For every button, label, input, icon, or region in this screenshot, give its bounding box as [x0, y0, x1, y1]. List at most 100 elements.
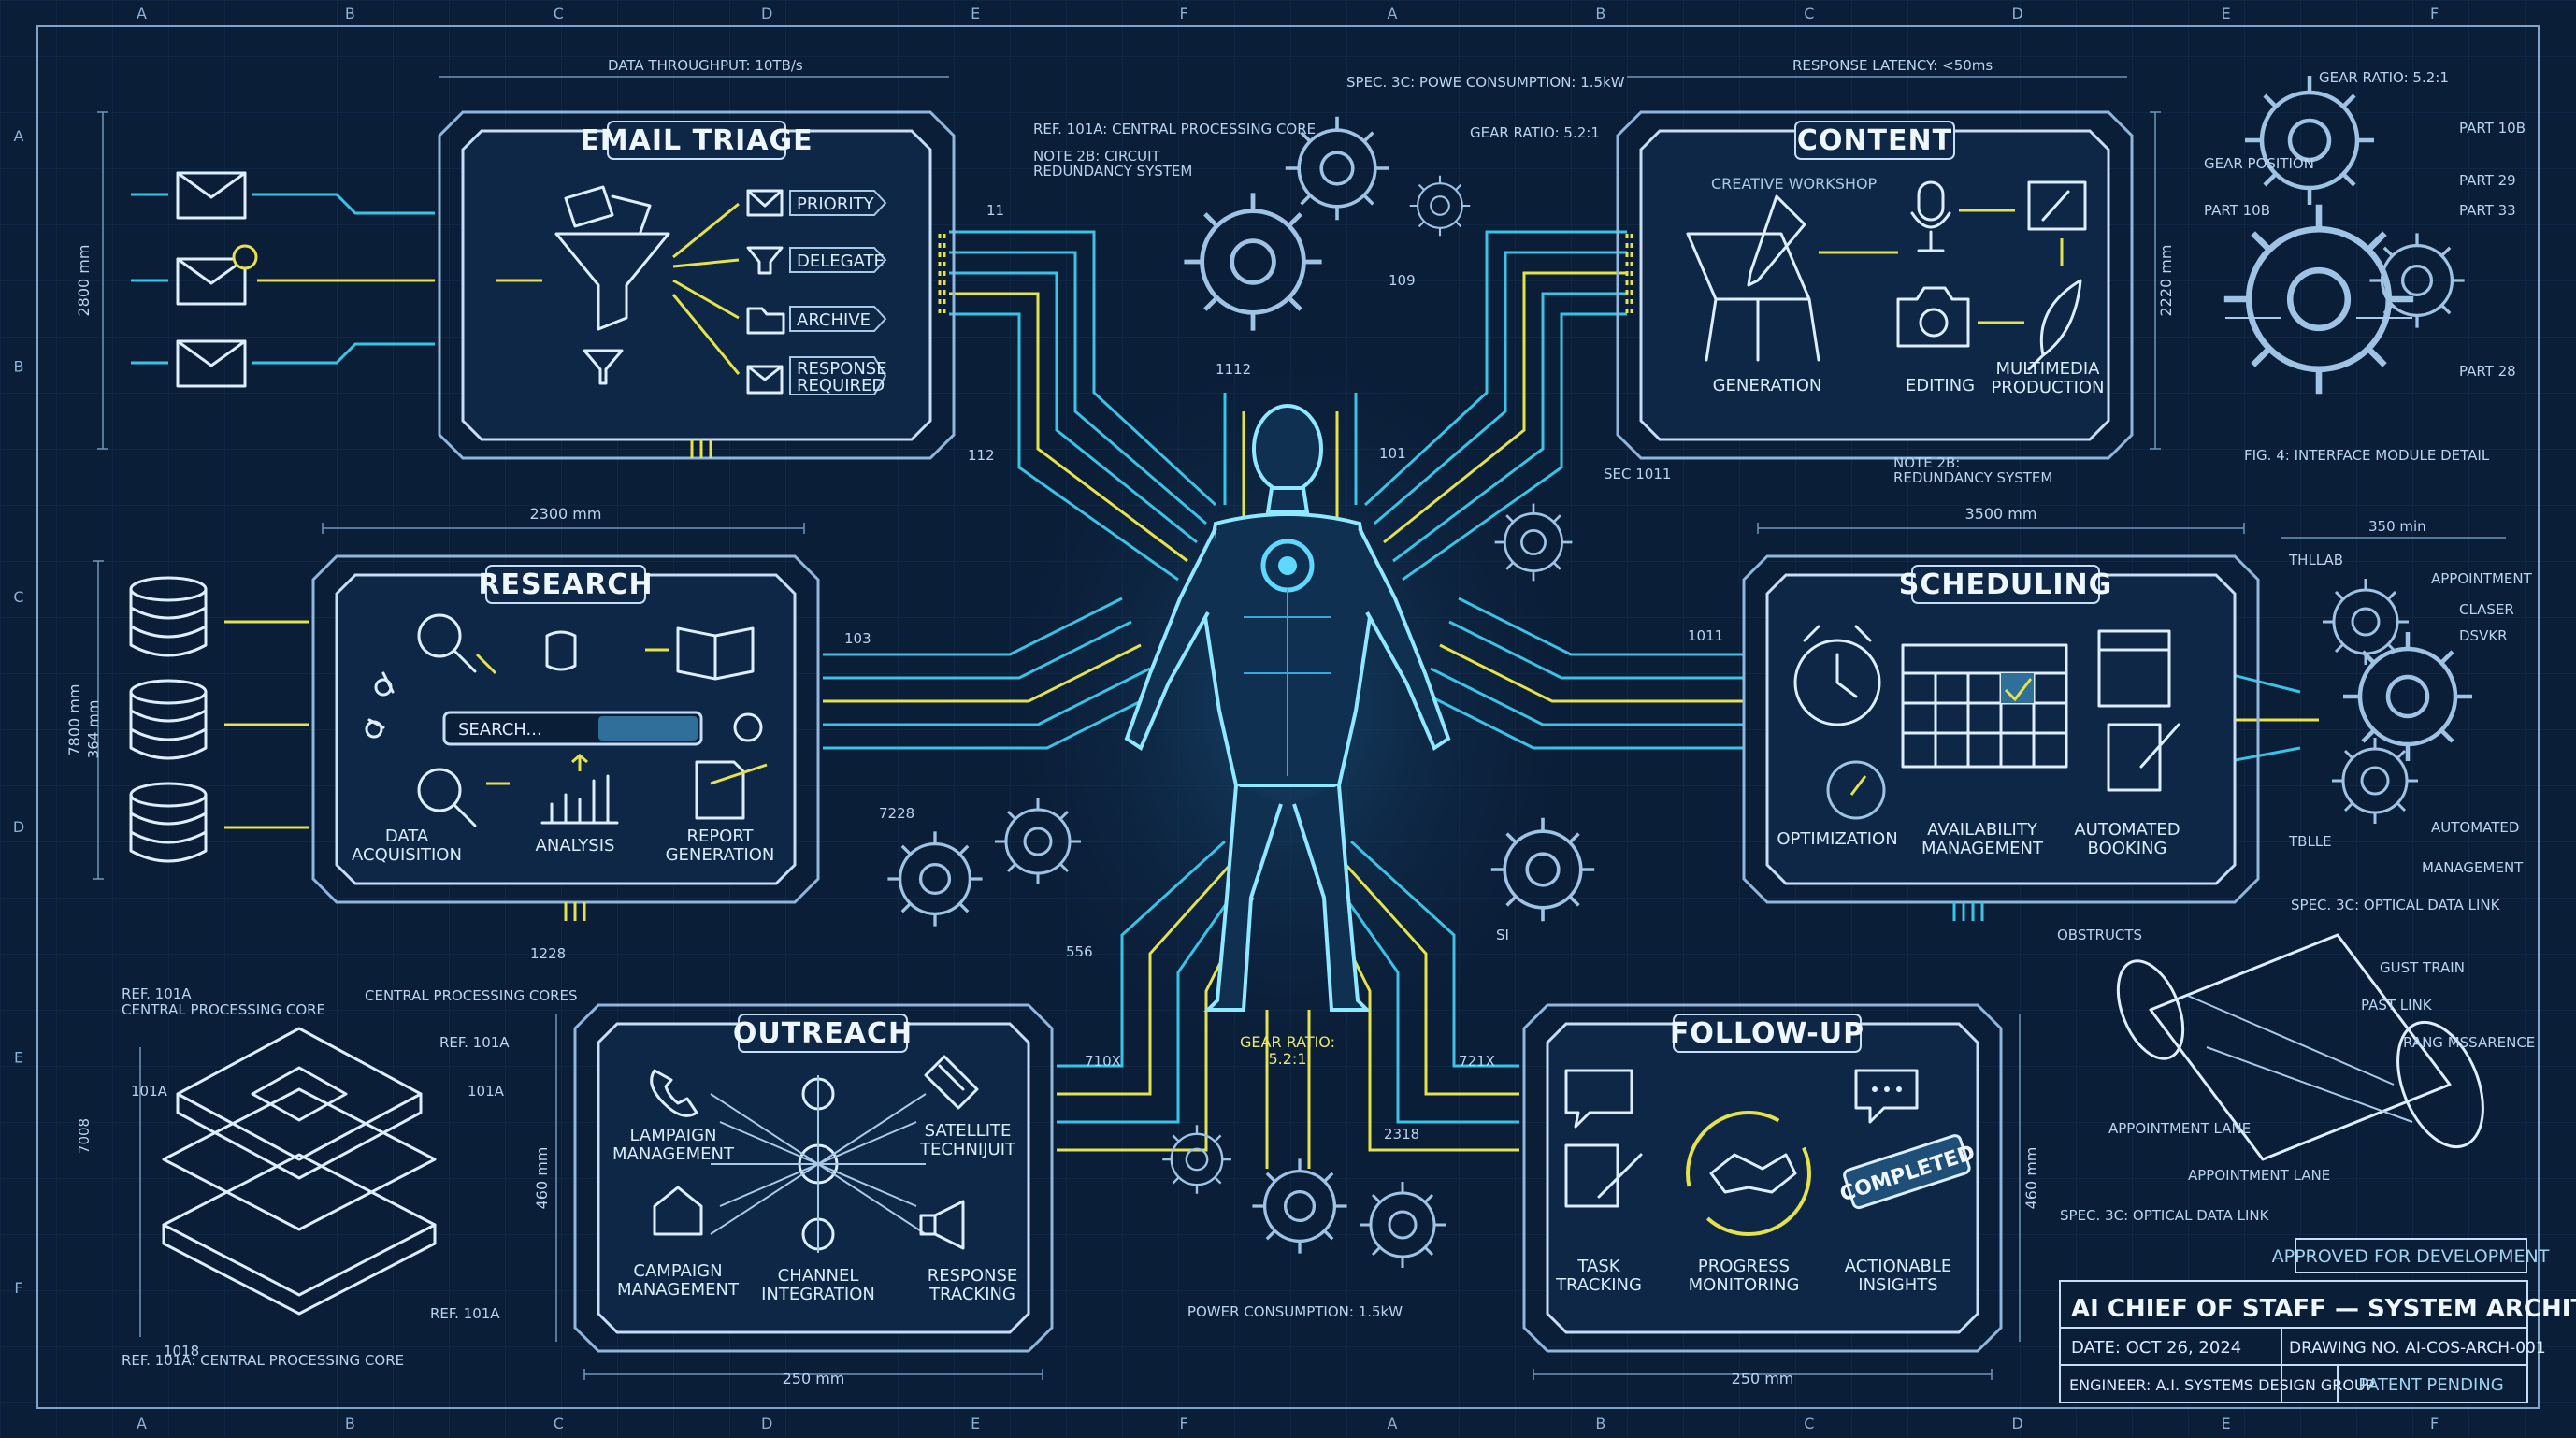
annotation-text: NOTE 2B: CIRCUIT [1033, 148, 1161, 165]
quill-icon [2027, 279, 2082, 371]
annotation-text: DSVKR [2459, 627, 2508, 644]
followup-dimension: 250 mm [1732, 1370, 1794, 1388]
annotation-text: 2318 [1384, 1126, 1419, 1143]
grid-label: D [761, 1415, 772, 1432]
followup-item-label: ACTIONABLE [1845, 1257, 1952, 1276]
module-followup: FOLLOW-UP COMPLETED TASK TRACKING PROGRE… [1522, 1003, 2040, 1388]
annotation-text: APPOINTMENT [2431, 570, 2533, 587]
annotation-text: GUST TRAIN [2380, 959, 2465, 976]
ai-core-figure [1124, 404, 1451, 1012]
outreach-item-label: MANAGEMENT [612, 1144, 735, 1164]
clock-icon [1793, 639, 1881, 726]
drawing-border [36, 25, 2540, 1409]
grid-label: A [1387, 5, 1397, 22]
drawing-date: DATE: OCT 26, 2024 [2071, 1338, 2241, 1358]
research-databases: 7800 mm 364 mm [65, 560, 208, 880]
annotation-text: SPEC. 3C: POWE CONSUMPTION: 1.5kW [1346, 74, 1625, 91]
annotation-text: REF. 101A: CENTRAL PROCESSING CORE [122, 1352, 404, 1369]
network-node-icon [365, 720, 383, 739]
outreach-dimension: 250 mm [783, 1370, 845, 1388]
followup-item-label: PROGRESS [1698, 1257, 1790, 1276]
mail-icon [746, 189, 784, 217]
research-item-label: REPORT [686, 827, 754, 846]
email-item-archive: ARCHIVE [746, 306, 887, 335]
magnifier-icon [417, 768, 462, 812]
outreach-item-label: SATELLITE [925, 1121, 1012, 1141]
followup-item-label: TRACKING [1555, 1275, 1642, 1295]
diagram-title: AI CHIEF OF STAFF — SYSTEM ARCHITECTURE [2071, 1295, 2576, 1323]
filter-icon [583, 349, 624, 385]
grid-label: E [2222, 5, 2231, 22]
grid-label: F [14, 1279, 22, 1297]
module-title: CONTENT [1797, 124, 1952, 157]
annotation-text: CENTRAL PROCESSING CORES [365, 987, 578, 1004]
followup-side-dimension: 460 mm [2022, 1147, 2040, 1210]
megaphone-icon [919, 1200, 965, 1250]
outreach-side-dimension: 460 mm [533, 1147, 551, 1210]
annotation-text: THLLAB [2288, 552, 2343, 568]
magnifier-icon [417, 613, 462, 658]
grid-label: B [1595, 1415, 1605, 1432]
drawing-number: DRAWING NO. AI-COS-ARCH-001 [2289, 1339, 2546, 1358]
approved-label: APPROVED FOR DEVELOPMENT [2272, 1246, 2550, 1267]
grid-label: B [345, 5, 355, 22]
annotation-text: 1018 [164, 1343, 199, 1359]
annotations: DATA THROUGHPUT: 10TB/s RESPONSE LATENCY… [76, 57, 2535, 1369]
grid-label: C [1804, 1415, 1814, 1432]
annotation-text: CENTRAL PROCESSING CORE [122, 1001, 325, 1018]
grid-label: D [761, 5, 772, 22]
module-outreach: OUTREACH LAMPAIGN MANAGEMENT SATELLITE T… [533, 1003, 1054, 1388]
research-item-label: GENERATION [666, 845, 775, 865]
grid-label: E [2222, 1415, 2231, 1432]
scheduling-item-label: AUTOMATED [2074, 820, 2180, 840]
email-inputs: 2800 mm [75, 111, 258, 450]
calendar-icon [2097, 629, 2171, 708]
outreach-item-label: LAMPAIGN [629, 1126, 716, 1145]
phone-icon [650, 1069, 698, 1117]
notification-badge-icon [232, 244, 258, 270]
outreach-item-label: CHANNEL [778, 1266, 859, 1286]
research-item-label: ACQUISITION [352, 845, 462, 865]
email-item-priority: PRIORITY [746, 189, 887, 217]
grid-label: D [2012, 1415, 2023, 1432]
module-title: RESEARCH [478, 568, 653, 601]
patent-label: PATENT PENDING [2358, 1375, 2503, 1395]
annotation-text: RANG MSSARENCE [2403, 1034, 2535, 1051]
progress-cycle-icon [1686, 1111, 1811, 1236]
report-icon [695, 760, 745, 820]
annotation-text: SPEC. 3C: OPTICAL DATA LINK [2060, 1207, 2270, 1224]
content-side-dimension: 2220 mm [2157, 245, 2175, 317]
outreach-item-label: CAMPAIGN [633, 1261, 722, 1281]
annotation-text: GEAR POSITION [2204, 155, 2314, 172]
email-item-label: RESPONSE [797, 359, 887, 379]
annotation-text: 1228 [530, 945, 566, 962]
annotation-text: 721X [1459, 1053, 1495, 1070]
email-item-response-required: RESPONSE REQUIRED [746, 356, 887, 395]
annotation-text: 112 [968, 447, 995, 464]
scheduling-item-label: MANAGEMENT [1921, 839, 2044, 858]
annotation-text: REF. 101A [122, 985, 192, 1002]
grid-label: F [2430, 1415, 2439, 1432]
outreach-item-label: TRACKING [928, 1285, 1015, 1304]
network-node-icon [374, 678, 393, 697]
calendar-grid-icon [1901, 643, 2068, 769]
folder-icon [746, 307, 785, 335]
content-item-label: EDITING [1906, 376, 1975, 395]
mail-icon [611, 194, 652, 234]
bar-chart-icon [540, 774, 619, 825]
annotation-text: 7228 [879, 805, 914, 822]
engineer-credit: ENGINEER: A.I. SYSTEMS DESIGN GROUP [2069, 1376, 2375, 1394]
annotation-text: SEC 1011 [1604, 466, 1671, 482]
email-side-dimension: 2800 mm [75, 245, 93, 317]
research-dimension: 2300 mm [530, 505, 602, 523]
annotation-text: 1011 [1688, 627, 1723, 644]
annotation-text: MANAGEMENT [2422, 859, 2524, 876]
title-block: APPROVED FOR DEVELOPMENT AI CHIEF OF STA… [2059, 1238, 2576, 1403]
email-item-label: PRIORITY [797, 194, 875, 214]
research-item-label: DATA [385, 827, 429, 846]
annotation-text: PART 28 [2459, 363, 2516, 380]
grid-label: A [1387, 1415, 1397, 1432]
annotation-text: APPOINTMENT LANE [2108, 1120, 2251, 1137]
grid-label: E [971, 1415, 980, 1432]
